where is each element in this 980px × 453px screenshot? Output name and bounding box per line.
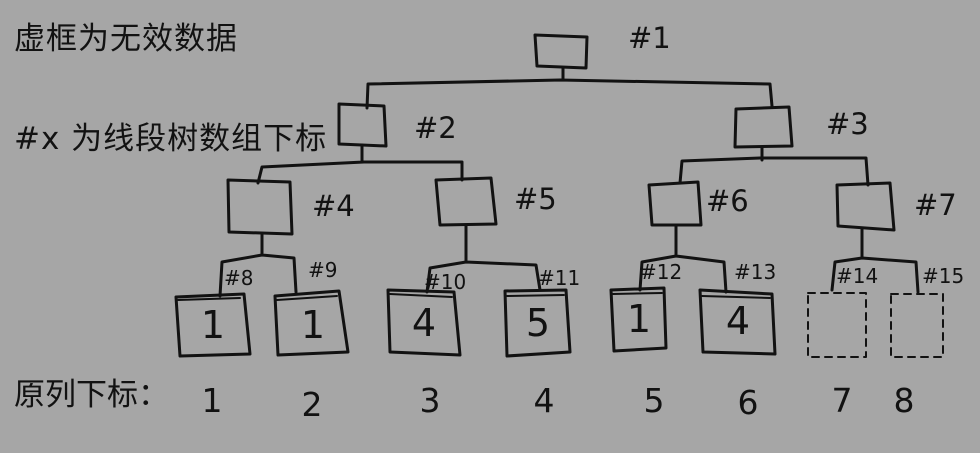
- leaf-label-12: #12: [640, 260, 683, 284]
- leaf-label-10: #10: [424, 270, 467, 294]
- original-index-2: 2: [301, 385, 323, 424]
- node-label-5: #5: [514, 182, 557, 216]
- node-label-3: #3: [826, 107, 869, 141]
- tree-node-2: [337, 102, 388, 148]
- original-index-4: 4: [533, 381, 555, 420]
- leaf-value-12: 1: [626, 297, 652, 341]
- tree-leaf-15-dashed: [890, 293, 944, 358]
- original-index-8: 8: [893, 381, 915, 420]
- edge-1: [365, 66, 774, 110]
- tree-leaf-9: [273, 289, 350, 357]
- tree-node-7: [835, 181, 896, 232]
- edge-5: [425, 223, 542, 294]
- tree-leaf-10: [386, 288, 462, 357]
- original-index-1: 1: [201, 381, 223, 420]
- leaf-value-9: 1: [300, 303, 326, 347]
- leaf-label-13: #13: [734, 260, 777, 284]
- tree-leaf-13: [698, 288, 777, 356]
- edge-6: [638, 223, 728, 294]
- node-label-4: #4: [312, 189, 355, 223]
- leaf-label-9: #9: [308, 258, 338, 282]
- tree-leaf-8: [174, 292, 252, 358]
- tree-leaf-12: [609, 286, 668, 353]
- edge-2: [256, 143, 464, 185]
- leaf-label-14: #14: [836, 264, 879, 288]
- edge-7: [830, 226, 920, 294]
- tree-node-5: [434, 176, 498, 227]
- edge-4: [218, 232, 298, 298]
- leaf-value-13: 4: [725, 299, 751, 343]
- tree-leaf-14-dashed: [807, 292, 867, 358]
- original-index-6: 6: [737, 383, 759, 422]
- leaf-value-11: 5: [525, 301, 551, 345]
- leaf-value-8: 1: [200, 303, 226, 347]
- tree-node-6: [647, 180, 703, 227]
- leaf-label-11: #11: [538, 266, 581, 290]
- note-dashed-meaning: 虚框为无效数据: [14, 21, 238, 57]
- node-label-7: #7: [914, 188, 957, 222]
- tree-node-1: [533, 33, 589, 70]
- node-label-1: #1: [628, 21, 671, 55]
- original-index-5: 5: [643, 381, 665, 420]
- original-index-7: 7: [831, 381, 853, 420]
- leaf-value-10: 4: [411, 301, 437, 345]
- edge-3: [678, 145, 870, 187]
- note-index-meaning: #x 为线段树数组下标: [14, 121, 328, 157]
- original-index-3: 3: [419, 381, 441, 420]
- tree-node-3: [733, 105, 794, 149]
- tree-node-4: [226, 178, 294, 236]
- leaf-label-15: #15: [922, 264, 965, 288]
- leaf-label-8: #8: [224, 266, 254, 290]
- node-label-2: #2: [414, 111, 457, 145]
- tree-leaf-11: [503, 288, 572, 358]
- original-index-label: 原列下标：: [14, 377, 169, 413]
- node-label-6: #6: [706, 184, 749, 218]
